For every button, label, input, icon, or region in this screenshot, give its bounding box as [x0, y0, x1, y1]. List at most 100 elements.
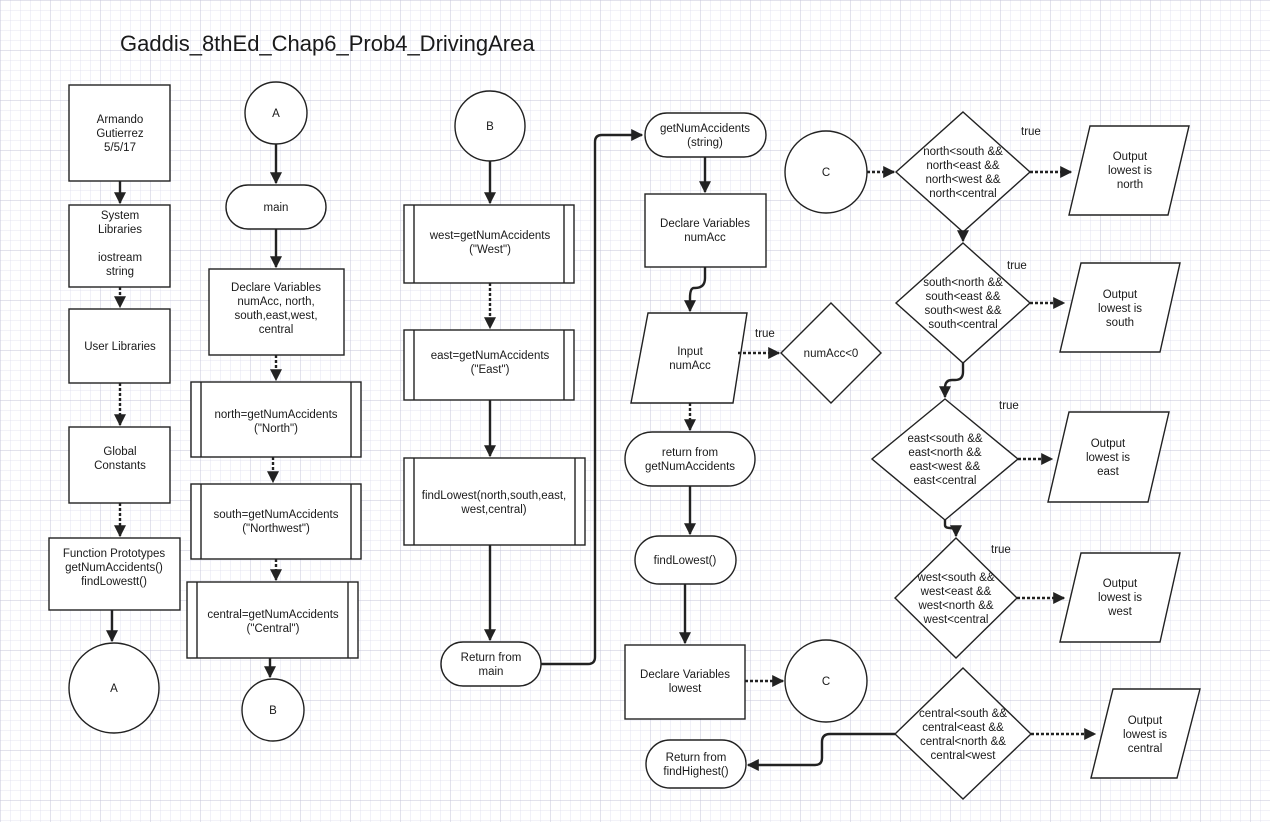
- north-subprocess-text: north=getNumAccidents("North"): [214, 409, 337, 435]
- label-line: main: [479, 666, 504, 678]
- output-north-parallelogram[interactable]: [1068, 125, 1190, 216]
- input-numacc-parallelogram[interactable]: [630, 312, 748, 404]
- label-line: Declare Variables: [231, 282, 321, 294]
- label-line: Function Prototypes: [63, 548, 166, 560]
- label-line: ("Northwest"): [242, 523, 310, 535]
- label-line: lowest: [669, 683, 702, 695]
- label-line: Return from: [461, 652, 522, 664]
- west-true-label: true: [991, 544, 1011, 556]
- label-line: central<west: [931, 750, 997, 762]
- label-line: findLowestt(): [81, 576, 147, 588]
- connector-b-exit[interactable]: [241, 678, 305, 742]
- label-line: lowest is: [1123, 729, 1167, 741]
- connector-c-entry-label: C: [822, 167, 830, 179]
- findlowest-call-subprocess[interactable]: [403, 457, 586, 546]
- label-line: getNumAccidents: [660, 123, 750, 135]
- output-west-parallelogram[interactable]: [1059, 552, 1181, 643]
- label-line: east<central: [914, 475, 977, 487]
- label-line: south,east,west,: [234, 310, 317, 322]
- west-subprocess[interactable]: [403, 204, 575, 284]
- south-subprocess-text: south=getNumAccidents ("Northwest"): [214, 509, 339, 535]
- output-south-parallelogram[interactable]: [1059, 262, 1181, 353]
- return-main-terminator[interactable]: [440, 641, 542, 687]
- label-line: central: [259, 324, 294, 336]
- label-line: east: [1097, 466, 1120, 478]
- label-line: west,central): [460, 504, 526, 516]
- author-process[interactable]: [68, 84, 171, 182]
- central-subprocess-text: central=getNumAccidents("Central"): [207, 609, 339, 635]
- connector-a-offpage[interactable]: [68, 642, 160, 734]
- output-central-parallelogram[interactable]: [1090, 688, 1201, 779]
- south-subprocess[interactable]: [190, 483, 362, 560]
- label-line: west<east &&: [920, 586, 992, 598]
- label-line: south=getNumAccidents: [214, 509, 339, 521]
- label-line: central: [1128, 743, 1163, 755]
- label-line: north<central: [929, 188, 996, 200]
- connector-c-exit-label: C: [822, 676, 830, 688]
- label-line: west=getNumAccidents: [429, 230, 551, 242]
- east-true-label: true: [999, 400, 1019, 412]
- declare-numacc-process[interactable]: [644, 193, 767, 268]
- label-line: ("West"): [469, 244, 511, 256]
- declare-lowest-process[interactable]: [624, 644, 746, 720]
- label-line: Declare Variables: [660, 218, 750, 230]
- label-line: east<west &&: [910, 461, 981, 473]
- east-subprocess[interactable]: [403, 329, 575, 401]
- label-line: lowest is: [1098, 592, 1142, 604]
- return-findhighest-terminator[interactable]: [645, 739, 747, 789]
- declare-variables-text: Declare Variables numAcc, north, south,eas…: [231, 282, 321, 336]
- findlowest-text: findLowest(): [654, 555, 717, 567]
- central-decision-text: central<south &&central<east &&central<n…: [919, 708, 1007, 762]
- label-line: return from: [662, 447, 718, 459]
- label-line: Constants: [94, 460, 146, 472]
- label-line: north: [1117, 179, 1143, 191]
- label-line: south<central: [928, 319, 997, 331]
- central-subprocess[interactable]: [186, 581, 359, 659]
- label-line: Armando: [97, 114, 144, 126]
- arrow-c4-2: [684, 267, 707, 313]
- label-line: Input: [677, 346, 703, 358]
- label-line: Declare Variables: [640, 669, 730, 681]
- return-getnumaccidents-terminator[interactable]: [624, 431, 756, 487]
- label-line: central<north &&: [920, 736, 1006, 748]
- label-line: main: [264, 202, 289, 214]
- user-libraries-process[interactable]: [68, 308, 171, 384]
- label-line: east<south &&: [907, 433, 982, 445]
- numacc-decision-text: numAcc<0: [804, 348, 859, 360]
- north-subprocess[interactable]: [190, 381, 362, 458]
- numacc-true-label: true: [755, 328, 775, 340]
- west-decision-text: west<south &&west<east &&west<north &&we…: [916, 572, 994, 626]
- arrow-c5-d2-d3: [939, 363, 965, 399]
- label-line: lowest is: [1108, 165, 1152, 177]
- numacc-decision[interactable]: [780, 302, 882, 404]
- central-lowest-decision[interactable]: [893, 667, 1033, 800]
- arrow-c5-d3-d4: [943, 520, 962, 538]
- connector-c-exit[interactable]: [784, 639, 868, 723]
- main-text: main: [264, 202, 289, 214]
- system-libraries-process[interactable]: [68, 204, 171, 288]
- output-east-parallelogram[interactable]: [1047, 411, 1170, 503]
- label-line: ("North"): [254, 423, 298, 435]
- west-lowest-decision[interactable]: [894, 537, 1018, 659]
- label-line: findHighest(): [663, 766, 728, 778]
- return-main-text: Return from main: [461, 652, 522, 678]
- label-line: south<west &&: [924, 305, 1001, 317]
- label-line: Output: [1103, 578, 1138, 590]
- label-line: central=getNumAccidents: [207, 609, 339, 621]
- label-line: north<west &&: [925, 174, 1000, 186]
- getnumaccidents-terminator[interactable]: [644, 112, 767, 158]
- label-line: string: [106, 266, 134, 278]
- declare-variables-process[interactable]: [208, 268, 345, 356]
- function-prototypes-process[interactable]: [48, 537, 181, 611]
- label-line: numAcc, north,: [237, 296, 314, 308]
- west-subprocess-text: west=getNumAccidents ("West"): [429, 230, 551, 256]
